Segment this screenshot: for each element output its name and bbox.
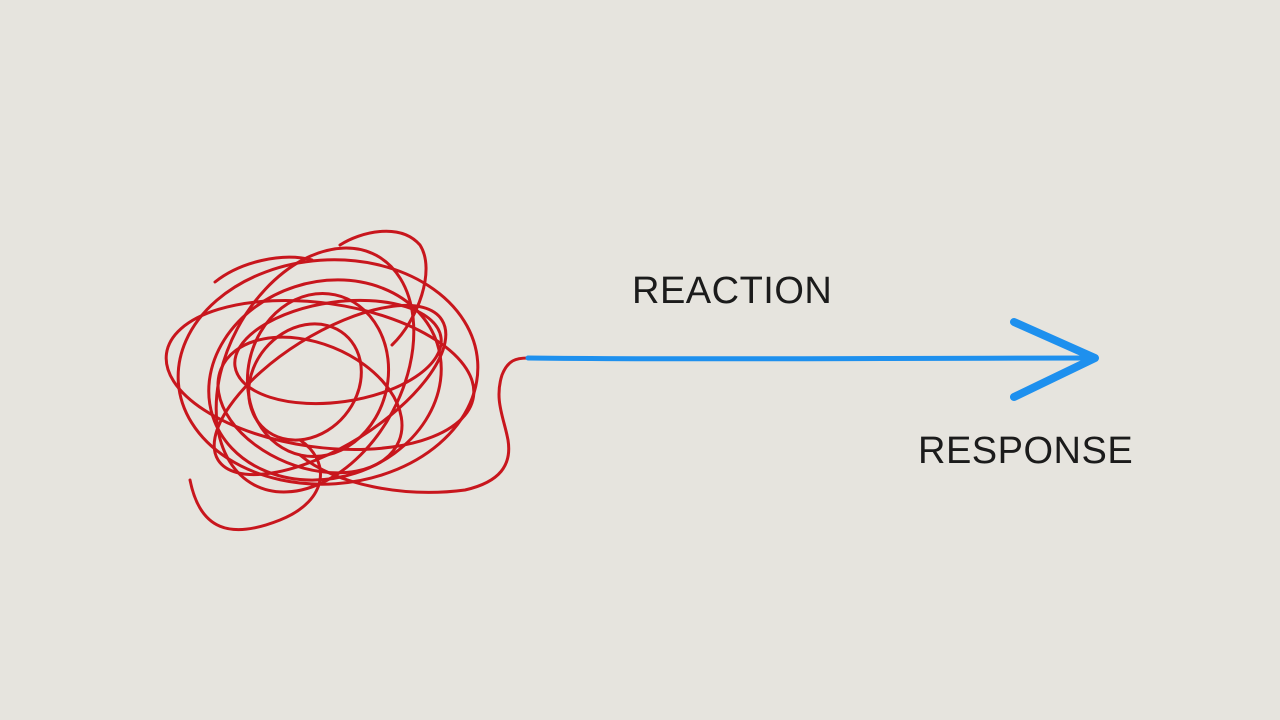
- right-arrow-icon: [525, 318, 1099, 401]
- tangled-scribble-icon: [164, 229, 530, 532]
- reaction-label: REACTION: [632, 270, 833, 312]
- scribble-loop: [207, 278, 443, 482]
- response-label: RESPONSE: [918, 430, 1134, 472]
- scribble-stroke: [338, 229, 428, 347]
- scribble-loop: [233, 298, 443, 406]
- scribble-stroke: [188, 438, 322, 532]
- arrow-head: [1010, 318, 1099, 401]
- scribble-stroke: [298, 356, 530, 494]
- scribble-loop: [176, 258, 480, 486]
- arrow-shaft: [525, 355, 1095, 362]
- scribble-stroke: [213, 255, 314, 284]
- scribble-loop: [216, 335, 404, 475]
- scribble-loop: [214, 246, 416, 494]
- scribble-loop: [247, 322, 363, 442]
